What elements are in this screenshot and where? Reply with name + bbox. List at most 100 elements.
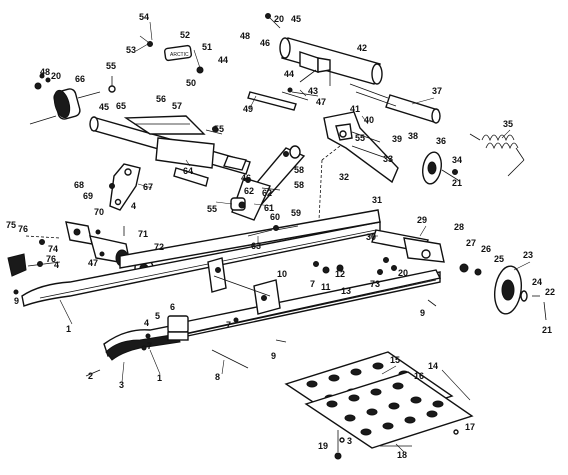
callout-7: 7 — [310, 279, 315, 289]
rear-cross-shaft-29 — [371, 229, 482, 276]
callout-74: 74 — [48, 244, 58, 254]
idler-wheel-36 — [422, 151, 459, 185]
svg-text:ARCTIC: ARCTIC — [170, 52, 189, 58]
callout-47: 47 — [316, 97, 326, 107]
callout-29: 29 — [417, 215, 427, 225]
callout-24: 24 — [532, 277, 542, 287]
callout-48: 48 — [40, 67, 50, 77]
shock-absorbers — [230, 145, 306, 221]
callout-13: 13 — [341, 286, 351, 296]
callout-46: 46 — [260, 38, 270, 48]
callout-55: 55 — [355, 133, 365, 143]
callout-9: 9 — [420, 308, 425, 318]
callout-49: 49 — [243, 104, 253, 114]
fastener-19 — [334, 429, 459, 460]
callout-44: 44 — [218, 55, 228, 65]
callout-61: 61 — [264, 203, 274, 213]
callout-56: 56 — [156, 94, 166, 104]
callout-68: 68 — [74, 180, 84, 190]
callout-76: 76 — [18, 224, 28, 234]
callout-4: 4 — [131, 201, 136, 211]
callout-52: 52 — [180, 30, 190, 40]
callout-62: 62 — [244, 186, 254, 196]
callout-53: 53 — [126, 45, 136, 55]
callout-71: 71 — [138, 229, 148, 239]
callout-20: 20 — [51, 71, 61, 81]
callout-1: 1 — [66, 324, 71, 334]
callout-1: 1 — [157, 373, 162, 383]
callout-4: 4 — [54, 260, 59, 270]
callout-23: 23 — [523, 250, 533, 260]
callout-39: 39 — [392, 134, 402, 144]
cross-brackets-10 — [207, 257, 281, 315]
callout-35: 35 — [503, 119, 513, 129]
front-arm-assembly — [89, 115, 251, 187]
callout-65: 65 — [116, 101, 126, 111]
callout-73: 73 — [370, 279, 380, 289]
callout-34: 34 — [452, 155, 462, 165]
callout-60: 60 — [270, 212, 280, 222]
idler-spring-assembly — [29, 82, 101, 125]
callout-32: 32 — [339, 172, 349, 182]
callout-21: 21 — [542, 325, 552, 335]
callout-36: 36 — [436, 136, 446, 146]
callout-40: 40 — [364, 115, 374, 125]
callout-8: 8 — [215, 372, 220, 382]
callout-11: 11 — [321, 282, 331, 292]
callout-17: 17 — [465, 422, 475, 432]
decal-bracket-52: ARCTIC — [108, 35, 204, 93]
callout-55: 55 — [106, 61, 116, 71]
callout-42: 42 — [357, 43, 367, 53]
callout-33: 33 — [383, 154, 393, 164]
callout-54: 54 — [139, 12, 149, 22]
callout-63: 63 — [251, 241, 261, 251]
brackets-5-6 — [167, 315, 189, 341]
small-fasteners — [13, 13, 437, 351]
torsion-spring-35 — [469, 133, 525, 177]
leader-lines — [59, 21, 531, 453]
callout-46: 46 — [241, 173, 251, 183]
callout-37: 37 — [432, 86, 442, 96]
bracket-67 — [109, 163, 141, 211]
callout-16: 16 — [414, 371, 424, 381]
callout-44: 44 — [284, 69, 294, 79]
callout-9: 9 — [271, 351, 276, 361]
shaft-49 — [247, 91, 309, 111]
callout-55: 55 — [207, 204, 217, 214]
track-clip-panel-16 — [304, 371, 474, 449]
callout-43: 43 — [308, 86, 318, 96]
rear-arm-32 — [317, 111, 399, 241]
rear-axle-assembly — [279, 37, 441, 124]
callout-57: 57 — [172, 101, 182, 111]
callout-69: 69 — [83, 191, 93, 201]
callout-70: 70 — [94, 207, 104, 217]
hyfax-wear-strip-3 — [85, 333, 181, 377]
callout-48: 48 — [240, 31, 250, 41]
callout-45: 45 — [99, 102, 109, 112]
callout-7: 7 — [226, 320, 231, 330]
callout-58: 58 — [294, 180, 304, 190]
callout-22: 22 — [545, 287, 555, 297]
callout-2: 2 — [88, 371, 93, 381]
callout-15: 15 — [390, 355, 400, 365]
rear-idler-wheel-23 — [494, 265, 547, 321]
callout-55: 55 — [214, 124, 224, 134]
callout-10: 10 — [277, 269, 287, 279]
callout-19: 19 — [318, 441, 328, 451]
callout-59: 59 — [291, 208, 301, 218]
callout-76: 76 — [46, 254, 56, 264]
callout-3: 3 — [347, 436, 352, 446]
callout-47: 47 — [88, 258, 98, 268]
callout-58: 58 — [294, 165, 304, 175]
callout-18: 18 — [397, 450, 407, 460]
callout-21: 21 — [452, 178, 462, 188]
callout-45: 45 — [291, 14, 301, 24]
callout-62: 62 — [262, 188, 272, 198]
callout-3: 3 — [119, 380, 124, 390]
callout-27: 27 — [466, 238, 476, 248]
callout-51: 51 — [202, 42, 212, 52]
callout-66: 66 — [75, 74, 85, 84]
callout-72: 72 — [154, 242, 164, 252]
callout-5: 5 — [155, 311, 160, 321]
